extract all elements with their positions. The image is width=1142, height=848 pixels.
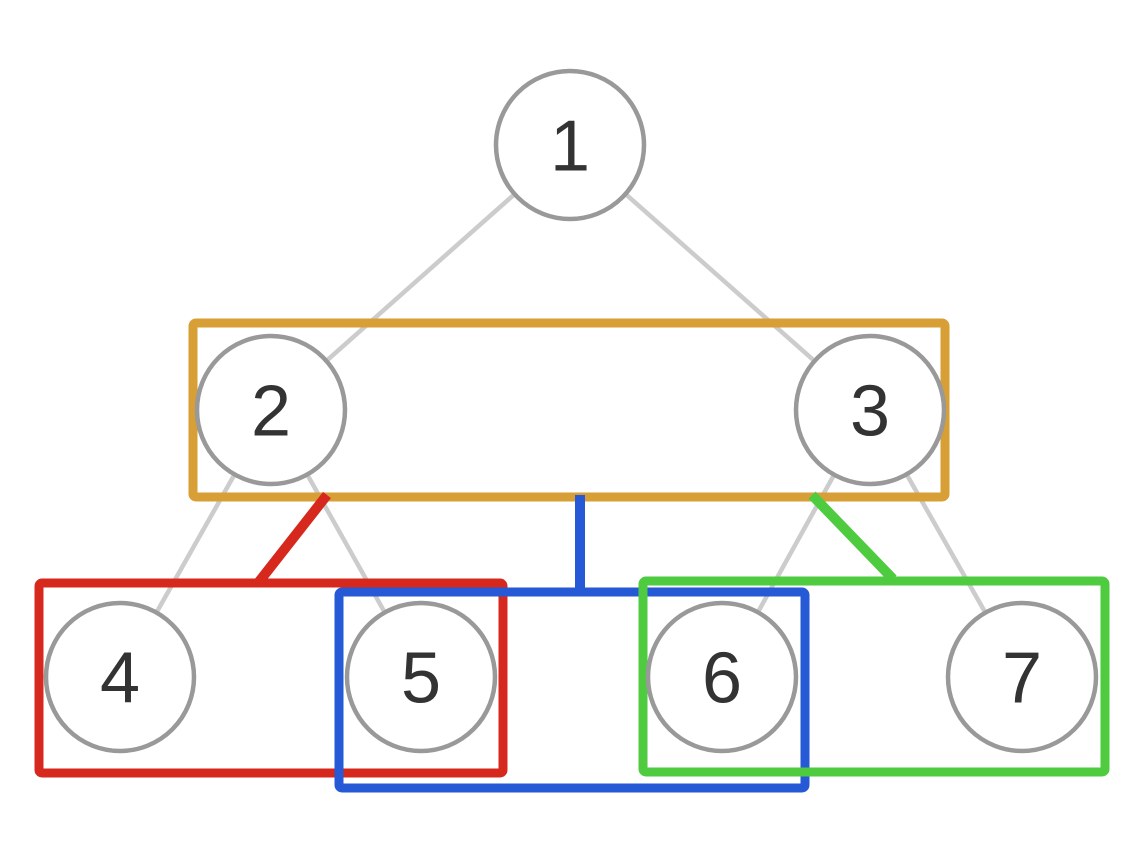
- node-1-circle: [493, 68, 647, 222]
- green-group-rect: [638, 576, 1110, 777]
- node-5-label: 5: [401, 639, 441, 719]
- node-3-circle: [793, 333, 947, 487]
- node-3-label: 3: [850, 372, 890, 452]
- node-5-circle: [344, 600, 498, 754]
- node-2-circle: [194, 333, 348, 487]
- node-7-label: 7: [1002, 639, 1042, 719]
- node-4-circle: [43, 600, 197, 754]
- red-group-rect: [34, 578, 508, 778]
- node-4-label: 4: [100, 639, 140, 719]
- node-7-circle: [945, 600, 1099, 754]
- node-6-circle: [645, 600, 799, 754]
- node-1-label: 1: [550, 107, 590, 187]
- blue-group-rect: [334, 587, 810, 793]
- orange-to-red-connector: [254, 491, 331, 587]
- orange-to-green-connector: [808, 491, 897, 583]
- node-2-label: 2: [251, 372, 291, 452]
- node-6-label: 6: [702, 639, 742, 719]
